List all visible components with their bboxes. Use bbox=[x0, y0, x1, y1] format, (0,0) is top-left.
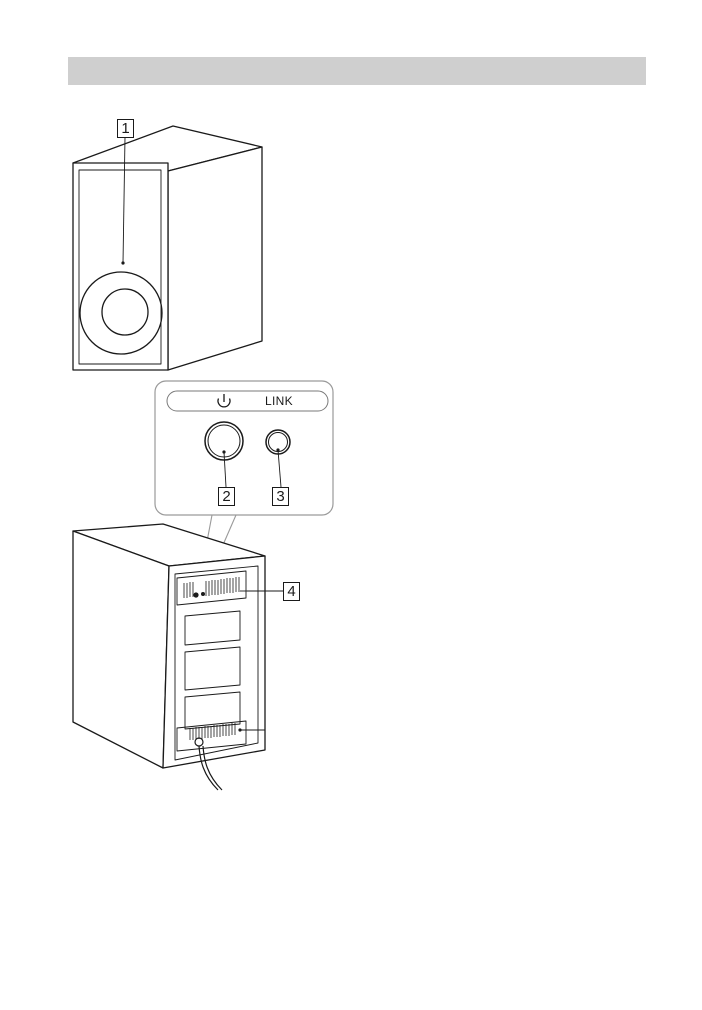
callout-4: 4 bbox=[283, 582, 300, 601]
callout-1: 1 bbox=[117, 119, 134, 138]
subwoofer-rear-view bbox=[73, 524, 265, 790]
callout-3: 3 bbox=[272, 487, 289, 506]
callout-2: 2 bbox=[218, 487, 235, 506]
subwoofer-front-view bbox=[73, 126, 262, 370]
link-label: LINK bbox=[265, 394, 293, 408]
power-icon bbox=[218, 394, 230, 407]
